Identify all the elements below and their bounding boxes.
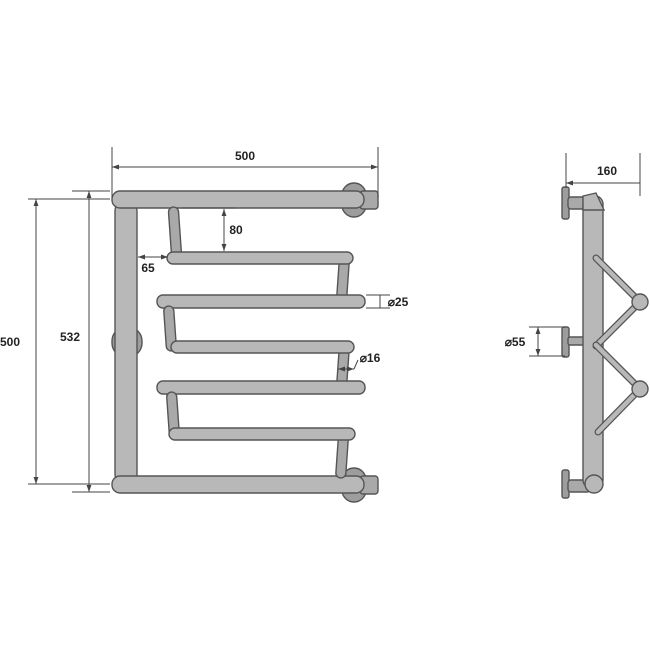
side-bar-end-bottom — [584, 474, 604, 494]
towel-bar-2 — [156, 294, 366, 309]
side-arm-3-inner — [593, 342, 643, 392]
vertical-collector-tube — [114, 199, 138, 486]
bar-spacing-label: 80 — [229, 223, 243, 237]
top-main-bar — [111, 190, 365, 209]
side-top-cap — [582, 192, 606, 211]
tube-diameter-label: ⌀25 — [388, 295, 409, 309]
side-arm-4-inner — [595, 386, 643, 435]
side-view — [561, 186, 649, 499]
towel-bar-5 — [168, 427, 356, 441]
side-arm-1-inner — [593, 255, 643, 305]
side-bar-end-1 — [631, 293, 649, 311]
bottom-main-bar — [111, 475, 365, 494]
flange-diameter-label: ⌀55 — [505, 335, 526, 349]
towel-bar-3 — [170, 340, 355, 354]
towel-bar-4 — [156, 380, 366, 395]
depth-label: 160 — [597, 164, 617, 178]
inner-height-label: 532 — [60, 330, 80, 344]
front-view — [111, 182, 379, 503]
side-stub-middle — [567, 336, 585, 346]
side-arm-2-inner — [593, 299, 643, 349]
front-dimensions: 500 500 532 80 65 ⌀25 ⌀16 — [0, 147, 409, 493]
side-bar-end-2 — [631, 380, 649, 398]
width-label: 500 — [235, 149, 255, 163]
connector-rod-3b — [335, 435, 349, 479]
outer-height-label: 500 — [0, 335, 20, 349]
small-tube-diameter-label: ⌀16 — [360, 351, 381, 365]
towel-bar-1 — [166, 251, 354, 265]
side-dimensions: 160 ⌀55 — [505, 153, 641, 357]
offset-label: 65 — [141, 261, 155, 275]
